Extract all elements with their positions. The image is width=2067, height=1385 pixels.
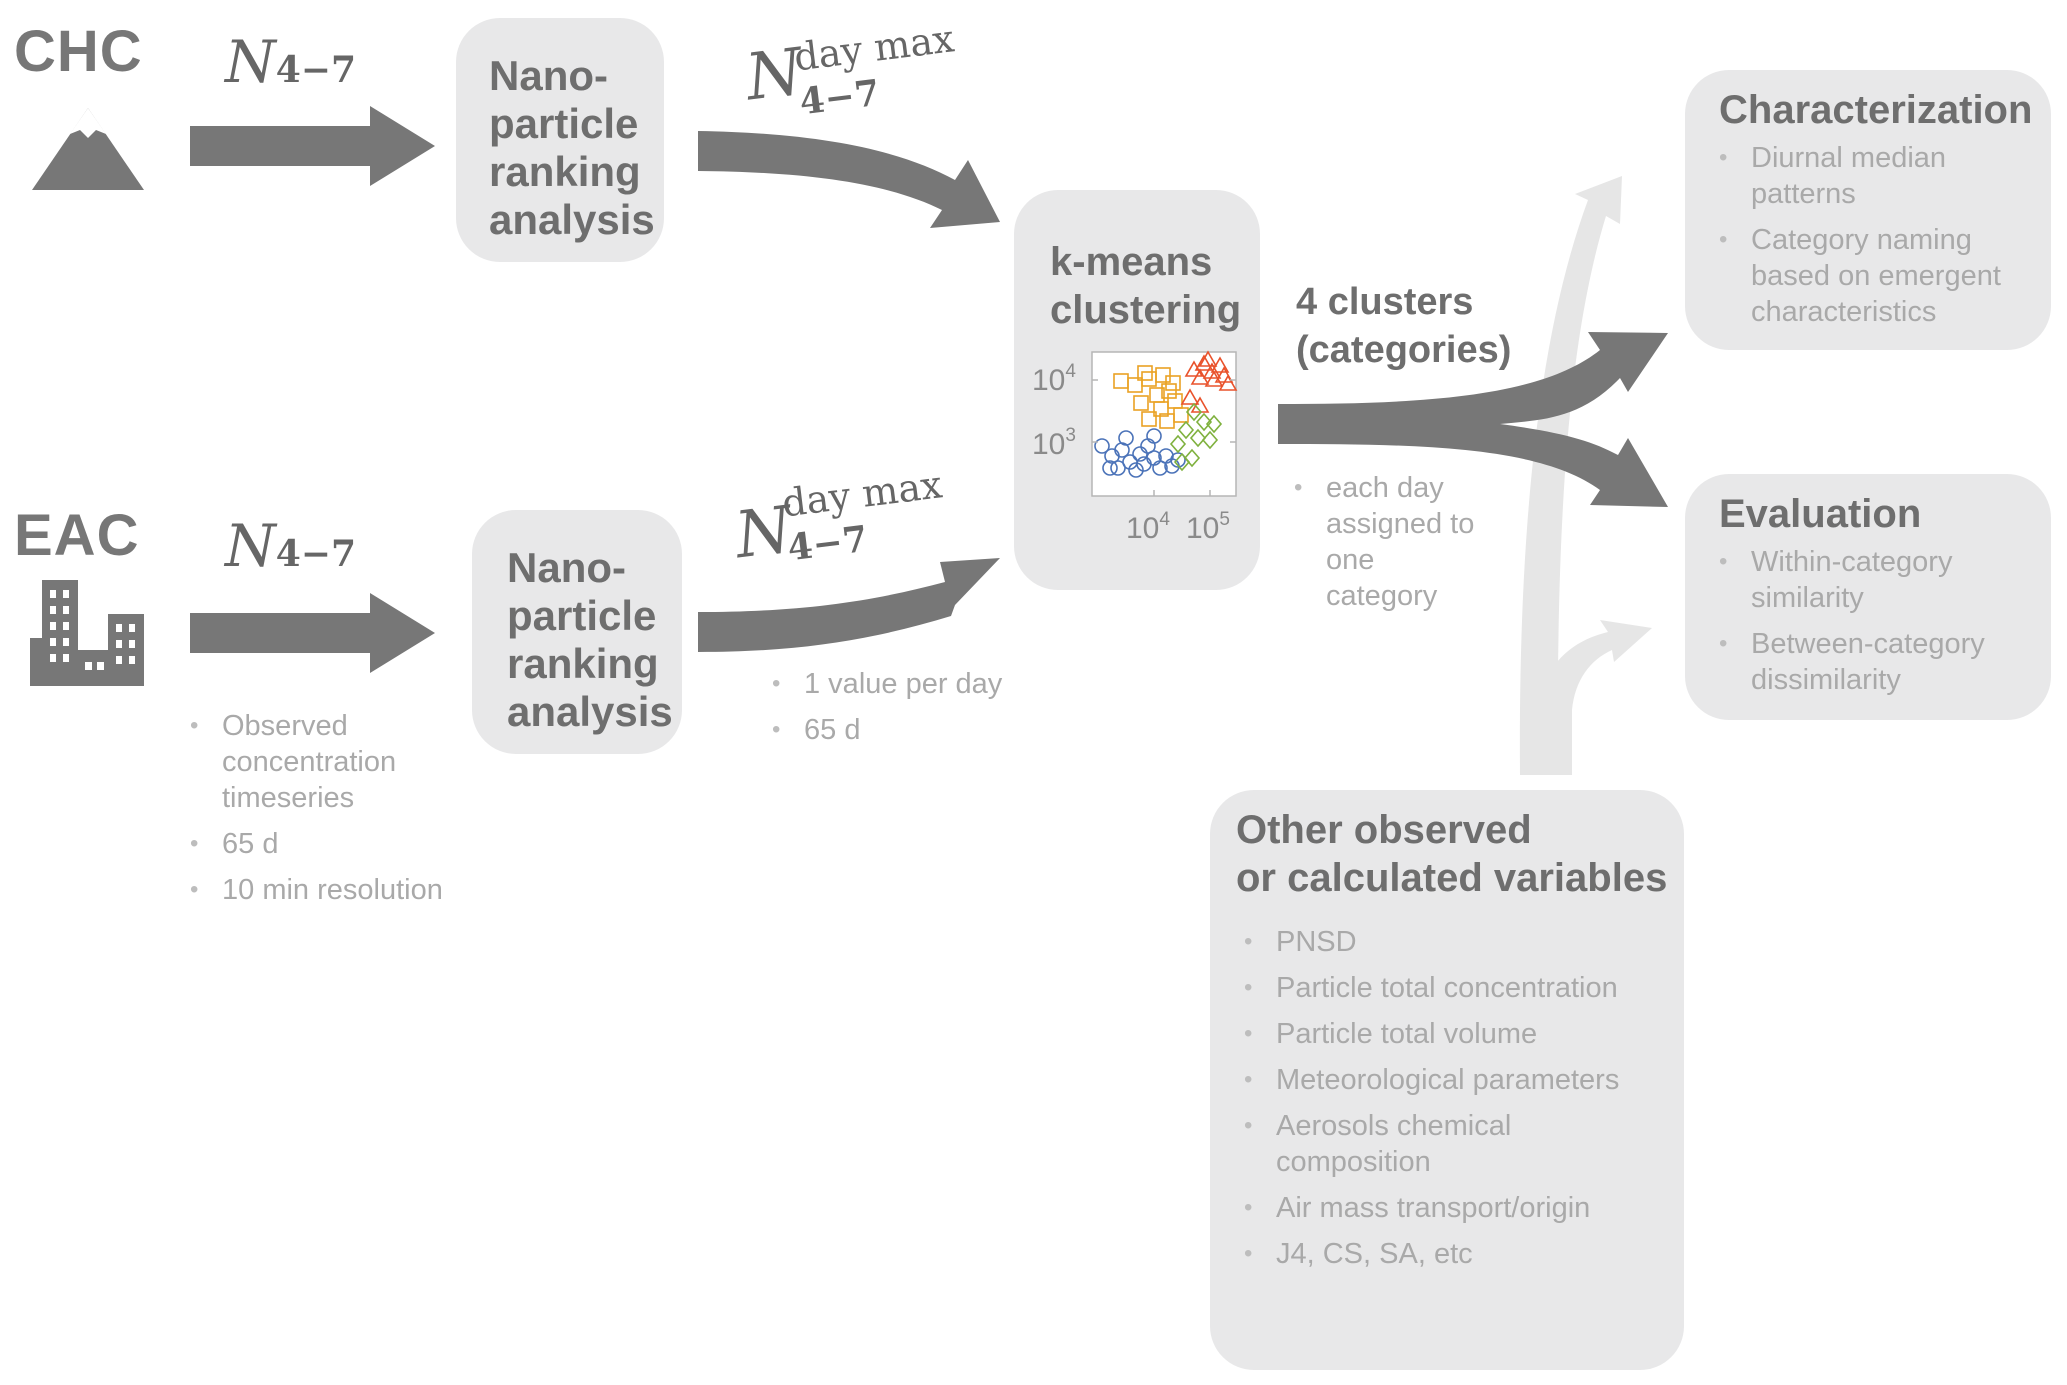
- characterization-title: Characterization: [1719, 88, 2033, 132]
- x-tick-label-10-5: 105: [1186, 509, 1230, 545]
- list-item: Category naming based on emergent charac…: [1717, 222, 2027, 330]
- eac-input-arrow: [190, 593, 435, 673]
- light-arrow-to-characterization: [1519, 176, 1622, 775]
- list-item: Within-category similarity: [1717, 544, 2027, 616]
- cluster-green-points: [1169, 402, 1223, 472]
- eac-ranking-title: Nano- particle ranking analysis: [507, 544, 673, 735]
- clusters-label: 4 clusters (categories): [1296, 281, 1512, 371]
- evaluation-box: Evaluation Within-category similarity Be…: [1685, 474, 2051, 720]
- characterization-list: Diurnal median patterns Category naming …: [1717, 140, 2027, 340]
- list-item: J4, CS, SA, etc: [1242, 1236, 1652, 1272]
- clusters-notes: each day assigned to one category: [1292, 470, 1492, 624]
- other-variables-title: Other observed or calculated variables: [1236, 808, 1668, 900]
- scatter-points: [1094, 350, 1238, 478]
- chc-ranking-box: Nano- particle ranking analysis: [456, 18, 664, 262]
- kmeans-box: k-means clustering: [1014, 190, 1260, 590]
- list-item: Aerosols chemical composition: [1242, 1108, 1652, 1180]
- note-item: each day assigned to one category: [1292, 470, 1492, 614]
- y-tick-label-10-3: 103: [1032, 425, 1076, 461]
- list-item: Particle total volume: [1242, 1016, 1652, 1052]
- city-icon: [30, 580, 144, 686]
- kmeans-scatter: 104 103 104 105: [1032, 350, 1238, 545]
- light-arrow-to-evaluation: [1540, 620, 1652, 775]
- eac-input-notes: Observed concentration timeseries 65 d 1…: [188, 708, 448, 918]
- light-arrows: [1519, 176, 1652, 775]
- chc-daymax-arrow: [698, 131, 1000, 228]
- evaluation-list: Within-category similarity Between-categ…: [1717, 544, 2027, 708]
- note-item: 65 d: [770, 712, 1090, 748]
- chc-ranking-title: Nano- particle ranking analysis: [489, 52, 655, 243]
- eac-input-label: N4−7: [225, 512, 357, 580]
- note-item: 10 min resolution: [188, 872, 448, 908]
- note-item: Observed concentration timeseries: [188, 708, 448, 816]
- kmeans-title: k-means clustering: [1050, 240, 1242, 332]
- mountain-icon: [32, 108, 144, 190]
- site-label-eac: EAC: [14, 503, 140, 568]
- evaluation-title: Evaluation: [1719, 492, 1922, 536]
- other-variables-box: Other observed or calculated variables P…: [1210, 790, 1684, 1370]
- eac-daymax-arrow: [698, 558, 1000, 652]
- cluster-orange-points: [1113, 365, 1189, 429]
- site-label-chc: CHC: [14, 19, 143, 84]
- list-item: Meteorological parameters: [1242, 1062, 1652, 1098]
- note-item: 1 value per day: [770, 666, 1090, 702]
- eac-ranking-box: Nano- particle ranking analysis: [472, 510, 682, 754]
- list-item: Between-category dissimilarity: [1717, 626, 2027, 698]
- list-item: Particle total concentration: [1242, 970, 1652, 1006]
- daymax-notes: 1 value per day 65 d: [770, 666, 1090, 758]
- clusters-fork-arrow: [1278, 332, 1668, 507]
- note-item: 65 d: [188, 826, 448, 862]
- x-tick-label-10-4: 104: [1126, 509, 1170, 545]
- list-item: Air mass transport/origin: [1242, 1190, 1652, 1226]
- list-item: PNSD: [1242, 924, 1652, 960]
- list-item: Diurnal median patterns: [1717, 140, 2027, 212]
- other-variables-list: PNSD Particle total concentration Partic…: [1242, 924, 1652, 1282]
- y-tick-label-10-4: 104: [1032, 361, 1076, 397]
- chc-input-arrow: [190, 106, 435, 186]
- characterization-box: Characterization Diurnal median patterns…: [1685, 70, 2051, 350]
- chc-input-label: N4−7: [225, 28, 357, 96]
